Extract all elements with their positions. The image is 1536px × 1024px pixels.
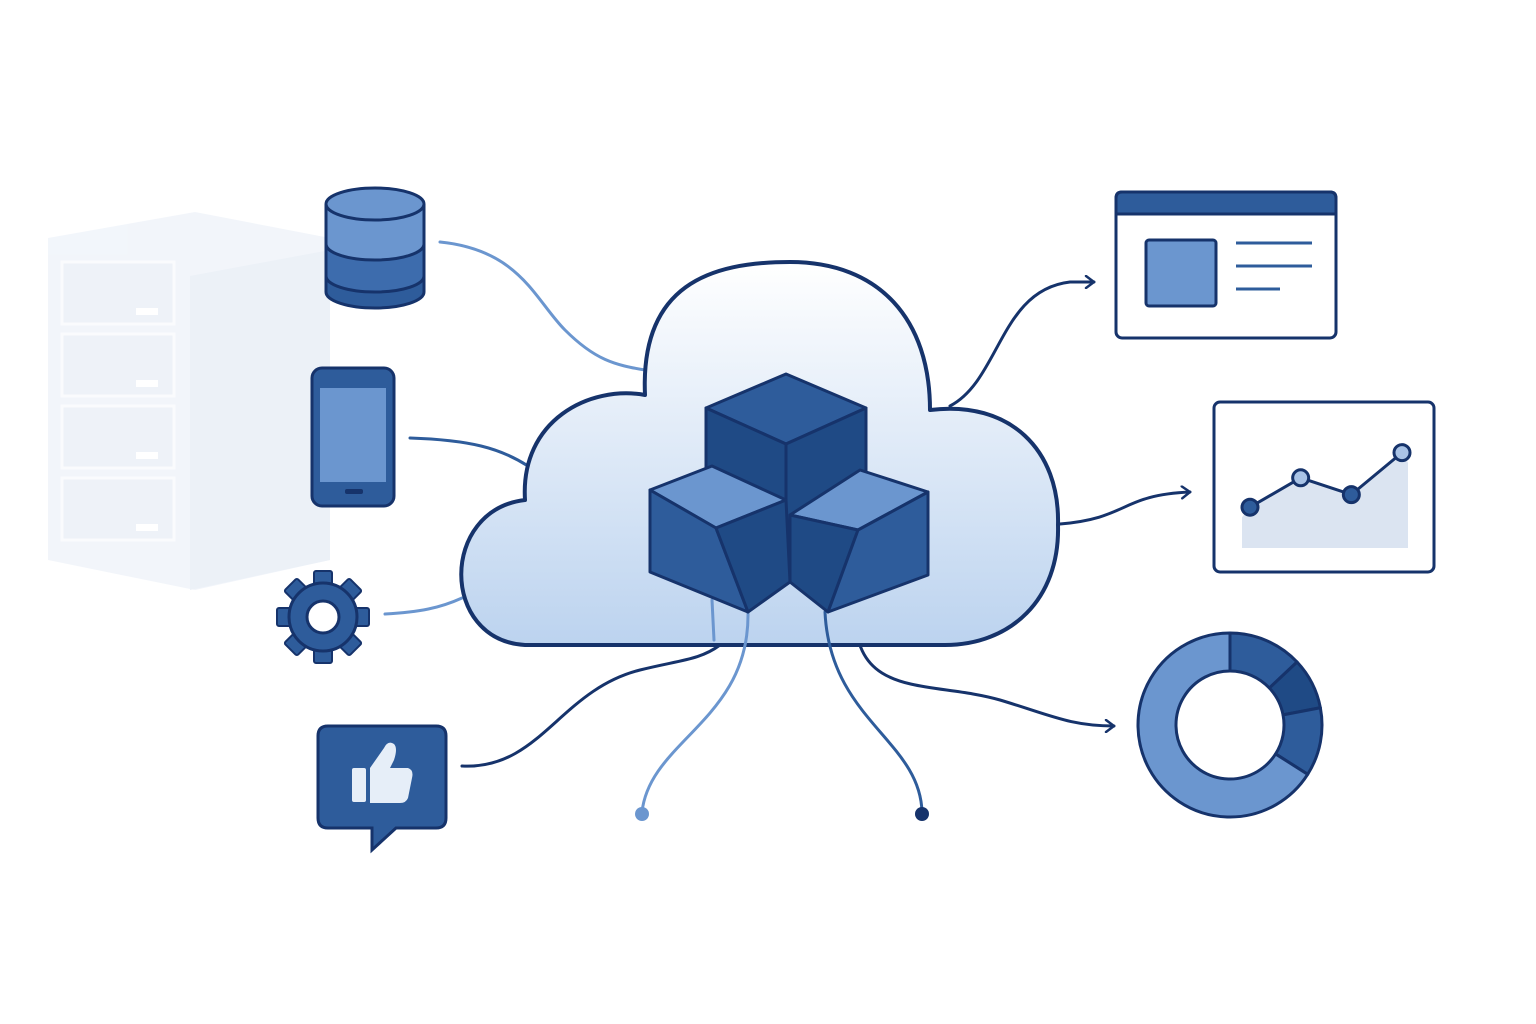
connector-chart bbox=[1058, 492, 1192, 526]
line-chart-series bbox=[1249, 451, 1403, 509]
server-rack-icon bbox=[48, 212, 330, 590]
connector-web bbox=[948, 282, 1096, 408]
smartphone-icon bbox=[310, 366, 396, 508]
database-icon bbox=[324, 186, 426, 310]
wire-left-inner bbox=[710, 598, 716, 642]
browser-window-icon bbox=[1114, 190, 1338, 340]
connector-database bbox=[438, 240, 647, 372]
cubes-icon bbox=[648, 372, 930, 614]
line-chart-icon bbox=[1212, 400, 1436, 574]
thumbs-up-icon bbox=[316, 724, 448, 854]
donut-chart-icon bbox=[1136, 631, 1324, 819]
connector-like bbox=[460, 643, 722, 768]
connector-gear bbox=[383, 596, 464, 616]
wire-end-node-left bbox=[635, 807, 649, 821]
line-chart-point bbox=[1341, 485, 1361, 505]
wire-end-node-right bbox=[915, 807, 929, 821]
donut-segment bbox=[1136, 631, 1310, 819]
line-chart-point bbox=[1240, 497, 1260, 517]
connector-mobile bbox=[408, 436, 530, 468]
gear-icon bbox=[276, 570, 370, 664]
wire-left bbox=[640, 610, 750, 814]
line-chart-point bbox=[1392, 443, 1412, 463]
wire-right bbox=[823, 610, 924, 814]
line-chart-area bbox=[1242, 452, 1408, 548]
line-chart-point bbox=[1291, 468, 1311, 488]
connector-donut bbox=[853, 610, 1116, 726]
